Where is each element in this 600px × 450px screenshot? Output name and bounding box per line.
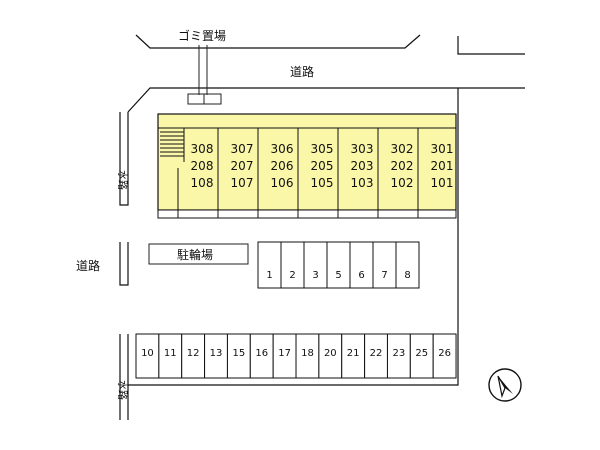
bicycle-parking [148,243,249,265]
unit-column: 308 208 108 [191,142,214,190]
parking-number: 5 [335,270,341,281]
lot-boundary [127,87,525,386]
parking-number: 22 [370,348,383,359]
waterway-lower-label: 水路 [116,380,129,400]
parking-space: 12 [181,333,206,379]
parking-number: 8 [404,270,410,281]
parking-space: 8 [395,241,420,289]
staircase [160,128,185,162]
unit-column: 303 203 103 [351,142,374,190]
parking-space: 23 [386,333,411,379]
room-number: 205 [311,159,334,173]
parking-number: 21 [347,348,360,359]
room-number: 207 [231,159,254,173]
parking-space: 18 [295,333,320,379]
parking-number: 2 [289,270,295,281]
road-left-label: 道路 [76,258,100,273]
room-number: 306 [271,142,294,156]
parking-space: 5 [326,241,351,289]
parking-space: 20 [318,333,343,379]
room-number: 106 [271,176,294,190]
parking-space: 10 [135,333,160,379]
room-number: 107 [231,176,254,190]
parking-space: 13 [204,333,228,379]
parking-space: 21 [341,333,366,379]
parking-number: 6 [358,270,364,281]
road-edges [119,34,525,420]
parking-space: 26 [432,333,457,379]
parking-number: 12 [187,348,200,359]
parking-space: 6 [349,241,374,289]
parking-number: 13 [210,348,223,359]
room-number: 102 [391,176,414,190]
room-number: 203 [351,159,374,173]
building-outline [157,113,457,211]
room-number: 202 [391,159,414,173]
room-number: 305 [311,142,334,156]
room-number: 105 [311,176,334,190]
waterway-upper-label: 水路 [116,170,129,190]
parking-number: 10 [141,348,154,359]
parking-number: 1 [266,270,272,281]
north-arrow-icon [488,368,522,402]
unit-column: 305 205 105 [311,142,334,190]
garbage-station [187,45,222,105]
parking-space: 15 [226,333,251,379]
parking-number: 11 [164,348,177,359]
room-number: 301 [431,142,454,156]
apartment-building: 308 208 108 307 207 107 306 206 106 305 205 105 303 2… [157,113,457,219]
room-number: 307 [231,142,254,156]
parking-space: 22 [364,333,388,379]
room-number: 206 [271,159,294,173]
unit-column: 302 202 102 [391,142,414,190]
parking-space: 7 [372,241,397,289]
parking-space: 25 [409,333,434,379]
room-number: 103 [351,176,374,190]
bicycle-parking-label: 駐輪場 [177,247,213,262]
parking-number: 15 [233,348,246,359]
parking-space: 1 [257,241,282,289]
parking-number: 26 [438,348,451,359]
road-top-label: 道路 [290,64,314,79]
garbage-label: ゴミ置場 [178,28,226,43]
parking-number: 18 [301,348,314,359]
parking-space: 3 [303,241,328,289]
unit-column: 307 207 107 [231,142,254,190]
parking-space: 11 [158,333,183,379]
room-number: 108 [191,176,214,190]
parking-space: 16 [249,333,274,379]
parking-number: 3 [312,270,318,281]
parking-number: 16 [255,348,268,359]
parking-number: 17 [278,348,291,359]
room-number: 303 [351,142,374,156]
parking-number: 23 [393,348,406,359]
parking-space: 2 [280,241,305,289]
balcony [157,209,457,219]
parking-number: 25 [415,348,428,359]
room-number: 201 [431,159,454,173]
parking-row-upper: 1 2 3 5 6 7 8 [257,241,420,289]
room-number: 208 [191,159,214,173]
parking-number: 7 [381,270,387,281]
room-number: 101 [431,176,454,190]
unit-column: 306 206 106 [271,142,294,190]
unit-column: 301 201 101 [431,142,454,190]
parking-space: 17 [272,333,297,379]
room-number: 302 [391,142,414,156]
room-number: 308 [191,142,214,156]
parking-row-lower: 10 11 12 13 15 16 17 18 20 21 22 23 25 26 [135,333,457,379]
parking-number: 20 [324,348,337,359]
